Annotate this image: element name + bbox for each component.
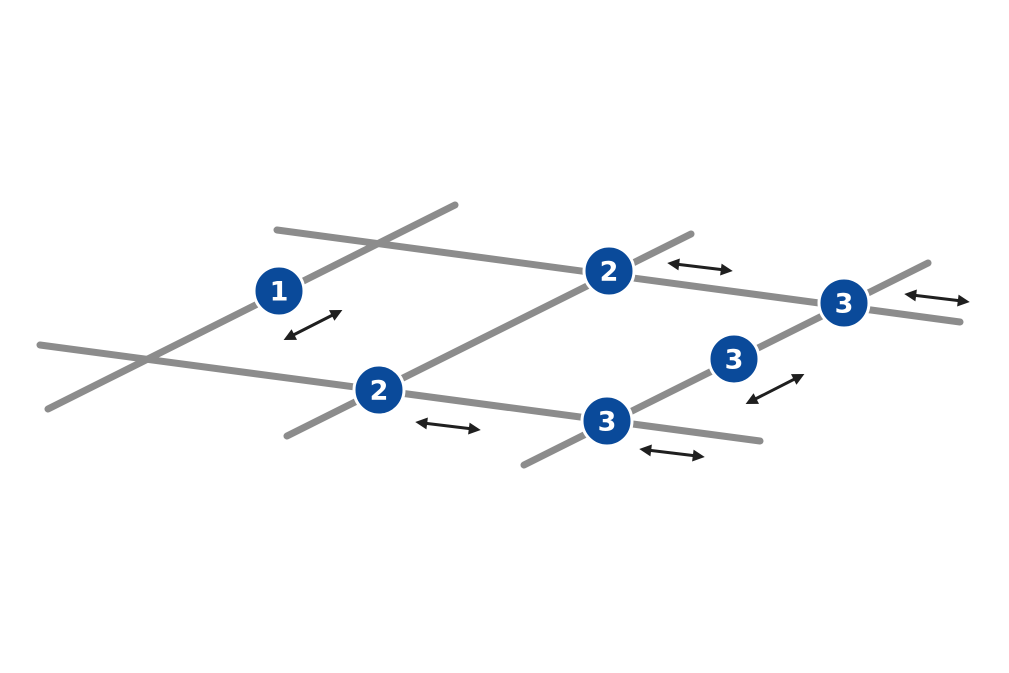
marker-3-middle: 3: [707, 332, 761, 386]
marker-label: 3: [598, 407, 617, 438]
marker-label: 1: [270, 277, 289, 308]
marker-2-back: 2: [582, 244, 636, 298]
double-arrow-icon: [667, 258, 733, 276]
marker-3-back: 3: [817, 276, 871, 330]
marker-3-front: 3: [580, 394, 634, 448]
double-arrow-icon: [745, 374, 805, 404]
double-arrow-icon: [415, 417, 481, 435]
marker-label: 2: [370, 376, 389, 407]
markers: 1 2 2 3 3 3: [252, 244, 871, 448]
bar-left-diagonal: [44, 201, 459, 413]
marker-label: 3: [725, 345, 744, 376]
double-arrow-icon: [904, 289, 970, 307]
double-arrow-icon: [283, 310, 343, 340]
bars: [36, 201, 964, 469]
marker-label: 2: [600, 257, 619, 288]
marker-2-front: 2: [352, 363, 406, 417]
double-arrow-icon: [639, 444, 705, 462]
marker-1: 1: [252, 264, 306, 318]
marker-label: 3: [835, 289, 854, 320]
arrows: [283, 258, 970, 462]
